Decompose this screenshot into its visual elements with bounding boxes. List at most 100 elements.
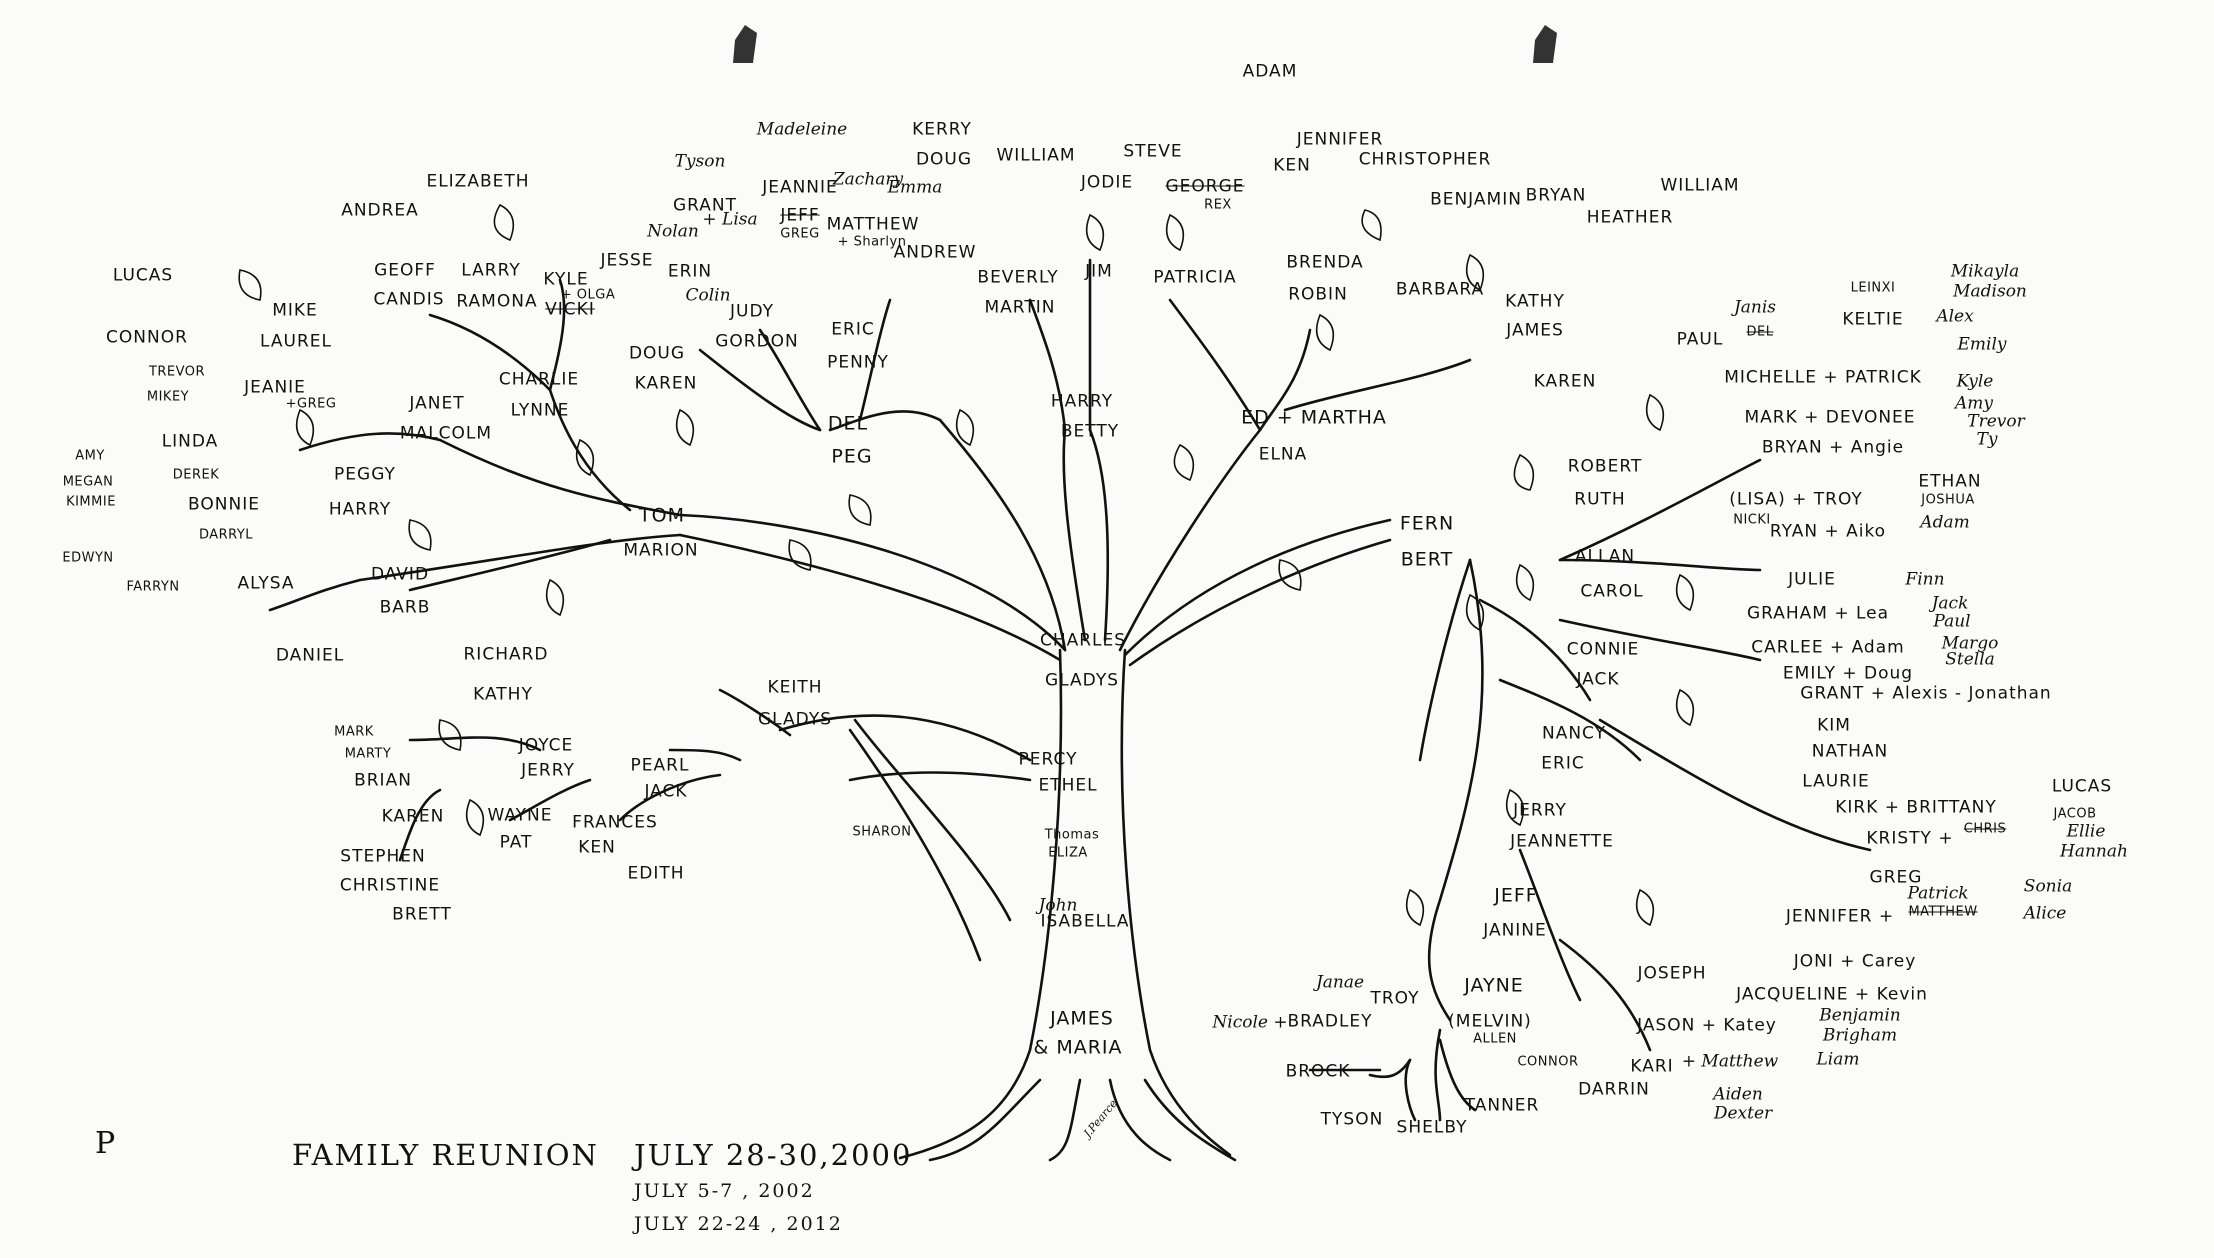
name-steve: STEVE [1123, 141, 1183, 162]
name-peg: PEG [831, 445, 873, 468]
leaf-icon [1173, 443, 1195, 482]
name-linda: LINDA [161, 431, 219, 452]
name-marion: MARION [623, 540, 699, 561]
name-bert: BERT [1400, 548, 1454, 571]
name-jacqueline-kevin: JACQUELINE + Kevin [1736, 984, 1928, 1005]
leaf-icon [848, 494, 872, 526]
name-mark-left: MARK [334, 724, 374, 740]
leaf-icon [1361, 209, 1382, 242]
reunion-title: FAMILY REUNION [292, 1138, 599, 1172]
name-pearl: PEARL [630, 755, 690, 776]
name-robert: ROBERT [1567, 456, 1643, 477]
name-erin: ERIN [667, 261, 713, 282]
name-matthew-top: MATTHEW [826, 214, 920, 235]
name-john: John [1038, 895, 1078, 916]
name-alysa: ALYSA [237, 573, 295, 594]
name-candis: CANDIS [373, 289, 445, 310]
name-emily-doug: EMILY + Doug [1782, 663, 1914, 684]
name-brian: BRIAN [354, 770, 412, 791]
name-laurel: LAUREL [260, 331, 332, 352]
name-derek: DEREK [172, 467, 220, 483]
name-penny: PENNY [827, 352, 889, 373]
leaf-icon [955, 408, 975, 447]
name-frances: FRANCES [572, 812, 658, 833]
name-melvin: (MELVIN) [1448, 1011, 1532, 1032]
name-percy: PERCY [1018, 749, 1078, 770]
name-jeff-right: JEFF [1494, 884, 1538, 907]
name-janet: JANET [409, 393, 465, 414]
name-nicole: Nicole + [1212, 1012, 1288, 1033]
name-brenda: BRENDA [1286, 252, 1364, 273]
name-george: GEORGE [1165, 176, 1245, 197]
name-wayne: WAYNE [487, 805, 553, 826]
name-benjamin: BENJAMIN [1430, 189, 1522, 210]
name-kirk-brittany: KIRK + BRITTANY [1835, 797, 1997, 818]
name-patrick-right: Patrick [1907, 883, 1969, 904]
name-joseph: JOSEPH [1637, 963, 1707, 984]
name-tyson-bottom: TYSON [1320, 1109, 1384, 1130]
leaf-icon [1405, 888, 1425, 927]
name-mike: MIKE [272, 300, 318, 321]
name-jeff-struck: JEFF [780, 205, 820, 226]
leaf-icon [1085, 213, 1105, 252]
name-greg-top: GREG [780, 226, 820, 242]
name-jim: JIM [1085, 261, 1113, 282]
leaf-icon [493, 203, 515, 242]
name-amy-left: AMY [75, 448, 105, 464]
name-isabella: ISABELLA [1040, 911, 1130, 932]
name-madison: Madison [1953, 281, 2027, 302]
name-aiden: Aiden [1713, 1084, 1763, 1105]
name-david: DAVID [370, 564, 430, 585]
name-doug-karen: DOUG [628, 343, 686, 364]
name-harry-peggy: HARRY [328, 499, 392, 520]
name-shelby: SHELBY [1396, 1117, 1468, 1138]
name-amy-right: Amy [1954, 393, 1994, 414]
name-kimmie: KIMMIE [66, 494, 116, 510]
leaf-icon [1315, 313, 1335, 352]
name-vicki: VICKI [545, 299, 595, 320]
name-barbara: BARBARA [1395, 279, 1485, 300]
name-ramona: RAMONA [456, 291, 538, 312]
name-james: JAMES [1050, 1007, 1114, 1030]
name-matthew-struck: MATTHEW [1908, 904, 1978, 920]
name-patricia: PATRICIA [1153, 267, 1237, 288]
name-keltie: KELTIE [1842, 309, 1904, 330]
leaf-icon [788, 539, 812, 571]
name-karen-ed: KAREN [1533, 371, 1597, 392]
name-lucas-left: LUCAS [112, 265, 174, 286]
name-karen-doug: KAREN [634, 373, 698, 394]
name-christopher: CHRISTOPHER [1358, 149, 1492, 170]
name-eliza: ELIZA [1048, 845, 1088, 861]
name-julie: JULIE [1788, 569, 1836, 590]
name-carol: CAROL [1580, 581, 1644, 602]
name-megan: MEGAN [62, 474, 114, 490]
leaf-icon [465, 798, 485, 837]
name-rex: REX [1204, 197, 1232, 213]
name-maria: & MARIA [1033, 1036, 1123, 1059]
name-sharon: SHARON [852, 824, 912, 840]
name-leinxi: LEINXI [1850, 280, 1896, 296]
name-geoff: GEOFF [374, 260, 436, 281]
name-jesse: JESSE [600, 250, 654, 271]
name-kari: KARI [1630, 1056, 1674, 1077]
leaf-icon [238, 269, 262, 301]
leaf-icon [438, 719, 462, 751]
name-tyson-top: Tyson [674, 151, 726, 172]
name-lisa-top: + Lisa [702, 209, 758, 230]
name-heather: HEATHER [1586, 207, 1674, 228]
name-william-harry: WILLIAM [996, 145, 1076, 166]
reunion-date-2000: JULY 28-30,2000 [634, 1138, 913, 1172]
name-bonnie: BONNIE [188, 494, 260, 515]
name-mark-devonee: MARK + DEVONEE [1744, 407, 1916, 428]
name-darrin: DARRIN [1578, 1079, 1650, 1100]
leaf-icon [1465, 253, 1485, 292]
reunion-date-2002: JULY 5-7 , 2002 [634, 1180, 815, 1202]
leaf-icon [545, 578, 565, 617]
name-grant-alexis: GRANT + Alexis - Jonathan [1800, 683, 2052, 704]
name-connie: CONNIE [1566, 639, 1640, 660]
name-richard: RICHARD [463, 644, 549, 665]
name-mikey: MIKEY [146, 389, 190, 405]
name-andrea: ANDREA [341, 200, 419, 221]
name-christine: CHRISTINE [339, 875, 441, 896]
